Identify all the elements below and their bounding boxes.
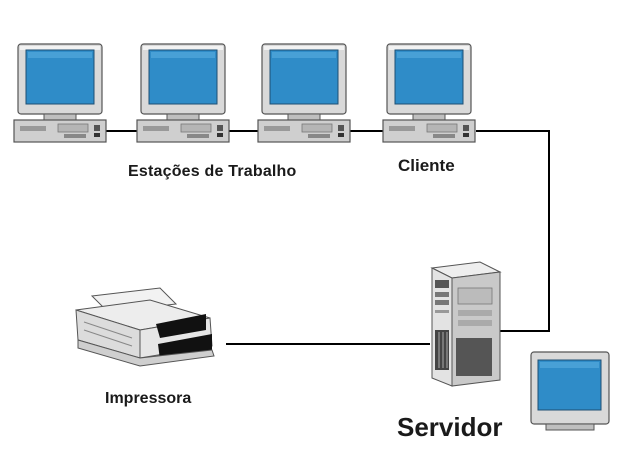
workstation-3-computer-icon <box>257 43 351 143</box>
cable-client-server <box>476 130 550 332</box>
server-tower-icon <box>430 261 502 387</box>
workstation-1-computer-icon <box>13 43 107 143</box>
printer-label: Impressora <box>105 390 192 407</box>
workstation-2-computer-icon <box>136 43 230 143</box>
client-label: Cliente <box>398 156 455 175</box>
server-monitor-icon <box>530 351 610 431</box>
workstations-label: Estações de Trabalho <box>128 163 297 180</box>
printer-icon <box>75 287 215 367</box>
server-label: Servidor <box>397 412 503 442</box>
network-cables <box>106 130 550 345</box>
client-computer-icon <box>382 43 476 143</box>
